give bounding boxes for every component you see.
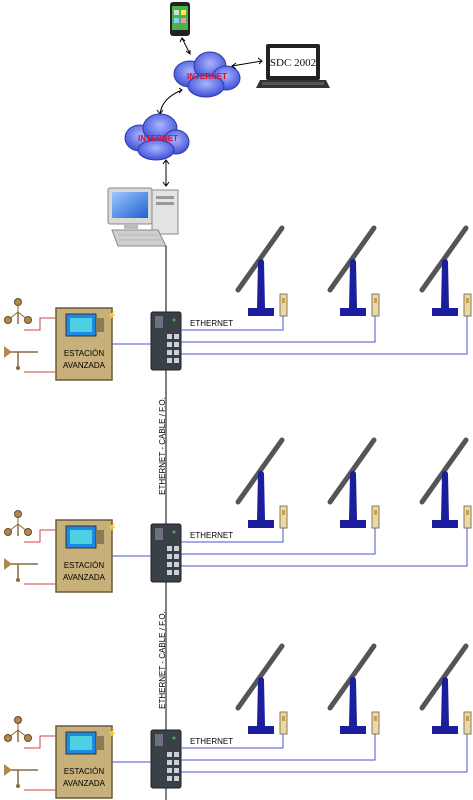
arrow-cloud-pc	[162, 159, 170, 187]
laptop-icon: SDC 2002	[256, 44, 330, 88]
station-label-line2: AVANZADA	[63, 361, 106, 370]
tracker-group: ESTACIÓN AVANZADA ⚡ ETHERNET	[4, 225, 472, 381]
advanced-weather-station: ESTACIÓN AVANZADA ⚡	[55, 725, 117, 799]
ethernet-link-label: ETHERNET	[190, 737, 233, 746]
solar-tracker-icon	[419, 225, 472, 317]
tracker-link-line	[181, 316, 376, 343]
tracker-link-line	[181, 734, 376, 761]
solar-tracker-icon	[235, 225, 288, 317]
ethernet-switch-icon	[150, 729, 182, 789]
solar-tracker-icon	[419, 643, 472, 735]
internet-cloud-lower-icon: INTERNET	[124, 113, 190, 161]
power-bolt-icon: ⚡	[107, 728, 117, 738]
cloud-upper-label: INTERNET	[187, 72, 227, 81]
smartphone-icon	[170, 2, 190, 36]
tracker-group: ESTACIÓN AVANZADA ⚡ ETHERNET	[4, 437, 472, 593]
anemometer-icon	[4, 298, 32, 324]
station-label-line1: ESTACIÓN	[64, 349, 105, 358]
ethernet-link-label: ETHERNET	[190, 531, 233, 540]
station-label-line1: ESTACIÓN	[64, 767, 105, 776]
arrow-phone-cloud	[179, 37, 191, 55]
solar-tracker-icon	[419, 437, 472, 529]
cloud-lower-label: INTERNET	[138, 134, 178, 143]
advanced-weather-station: ESTACIÓN AVANZADA ⚡	[55, 519, 117, 593]
tracker-group: ESTACIÓN AVANZADA ⚡ ETHERNET	[4, 643, 472, 799]
desktop-pc-icon	[107, 187, 179, 247]
internet-cloud-upper-icon: INTERNET	[173, 51, 241, 98]
tracker-link-line	[181, 528, 468, 567]
solar-tracker-icon	[327, 643, 380, 735]
power-bolt-icon: ⚡	[107, 310, 117, 320]
wind-vane-icon	[4, 558, 38, 582]
solar-tracker-icon	[327, 437, 380, 529]
tracker-link-line	[181, 734, 468, 773]
wind-vane-icon	[4, 764, 38, 788]
station-label-line2: AVANZADA	[63, 573, 106, 582]
backbone-label-2: ETHERNET - CABLE / F.O.	[158, 611, 167, 709]
tracker-link-line	[181, 734, 284, 749]
arrow-cloud-laptop	[231, 57, 263, 70]
tracker-link-line	[181, 528, 376, 555]
laptop-screen-text: SDC 2002	[270, 57, 316, 69]
station-label-line1: ESTACIÓN	[64, 561, 105, 570]
tracker-link-line	[181, 316, 284, 331]
ethernet-link-label: ETHERNET	[190, 319, 233, 328]
arrow-cloud-cloud	[156, 87, 183, 115]
tracker-link-line	[181, 528, 284, 543]
solar-tracker-icon	[235, 643, 288, 735]
backbone-label-1: ETHERNET - CABLE / F.O.	[158, 397, 167, 495]
solar-tracker-icon	[235, 437, 288, 529]
solar-tracker-icon	[327, 225, 380, 317]
advanced-weather-station: ESTACIÓN AVANZADA ⚡	[55, 307, 117, 381]
ethernet-switch-icon	[150, 523, 182, 583]
tracker-groups: ESTACIÓN AVANZADA ⚡ ETHERNET ESTACIÓN AVANZAD…	[4, 225, 472, 799]
wind-vane-icon	[4, 346, 38, 370]
anemometer-icon	[4, 716, 32, 742]
power-bolt-icon: ⚡	[107, 522, 117, 532]
sensor-cable	[24, 317, 56, 331]
ethernet-switch-icon	[150, 311, 182, 371]
sensor-cable	[24, 529, 56, 543]
anemometer-icon	[4, 510, 32, 536]
station-label-line2: AVANZADA	[63, 779, 106, 788]
sensor-cable	[24, 735, 56, 749]
tracker-link-line	[181, 316, 468, 355]
